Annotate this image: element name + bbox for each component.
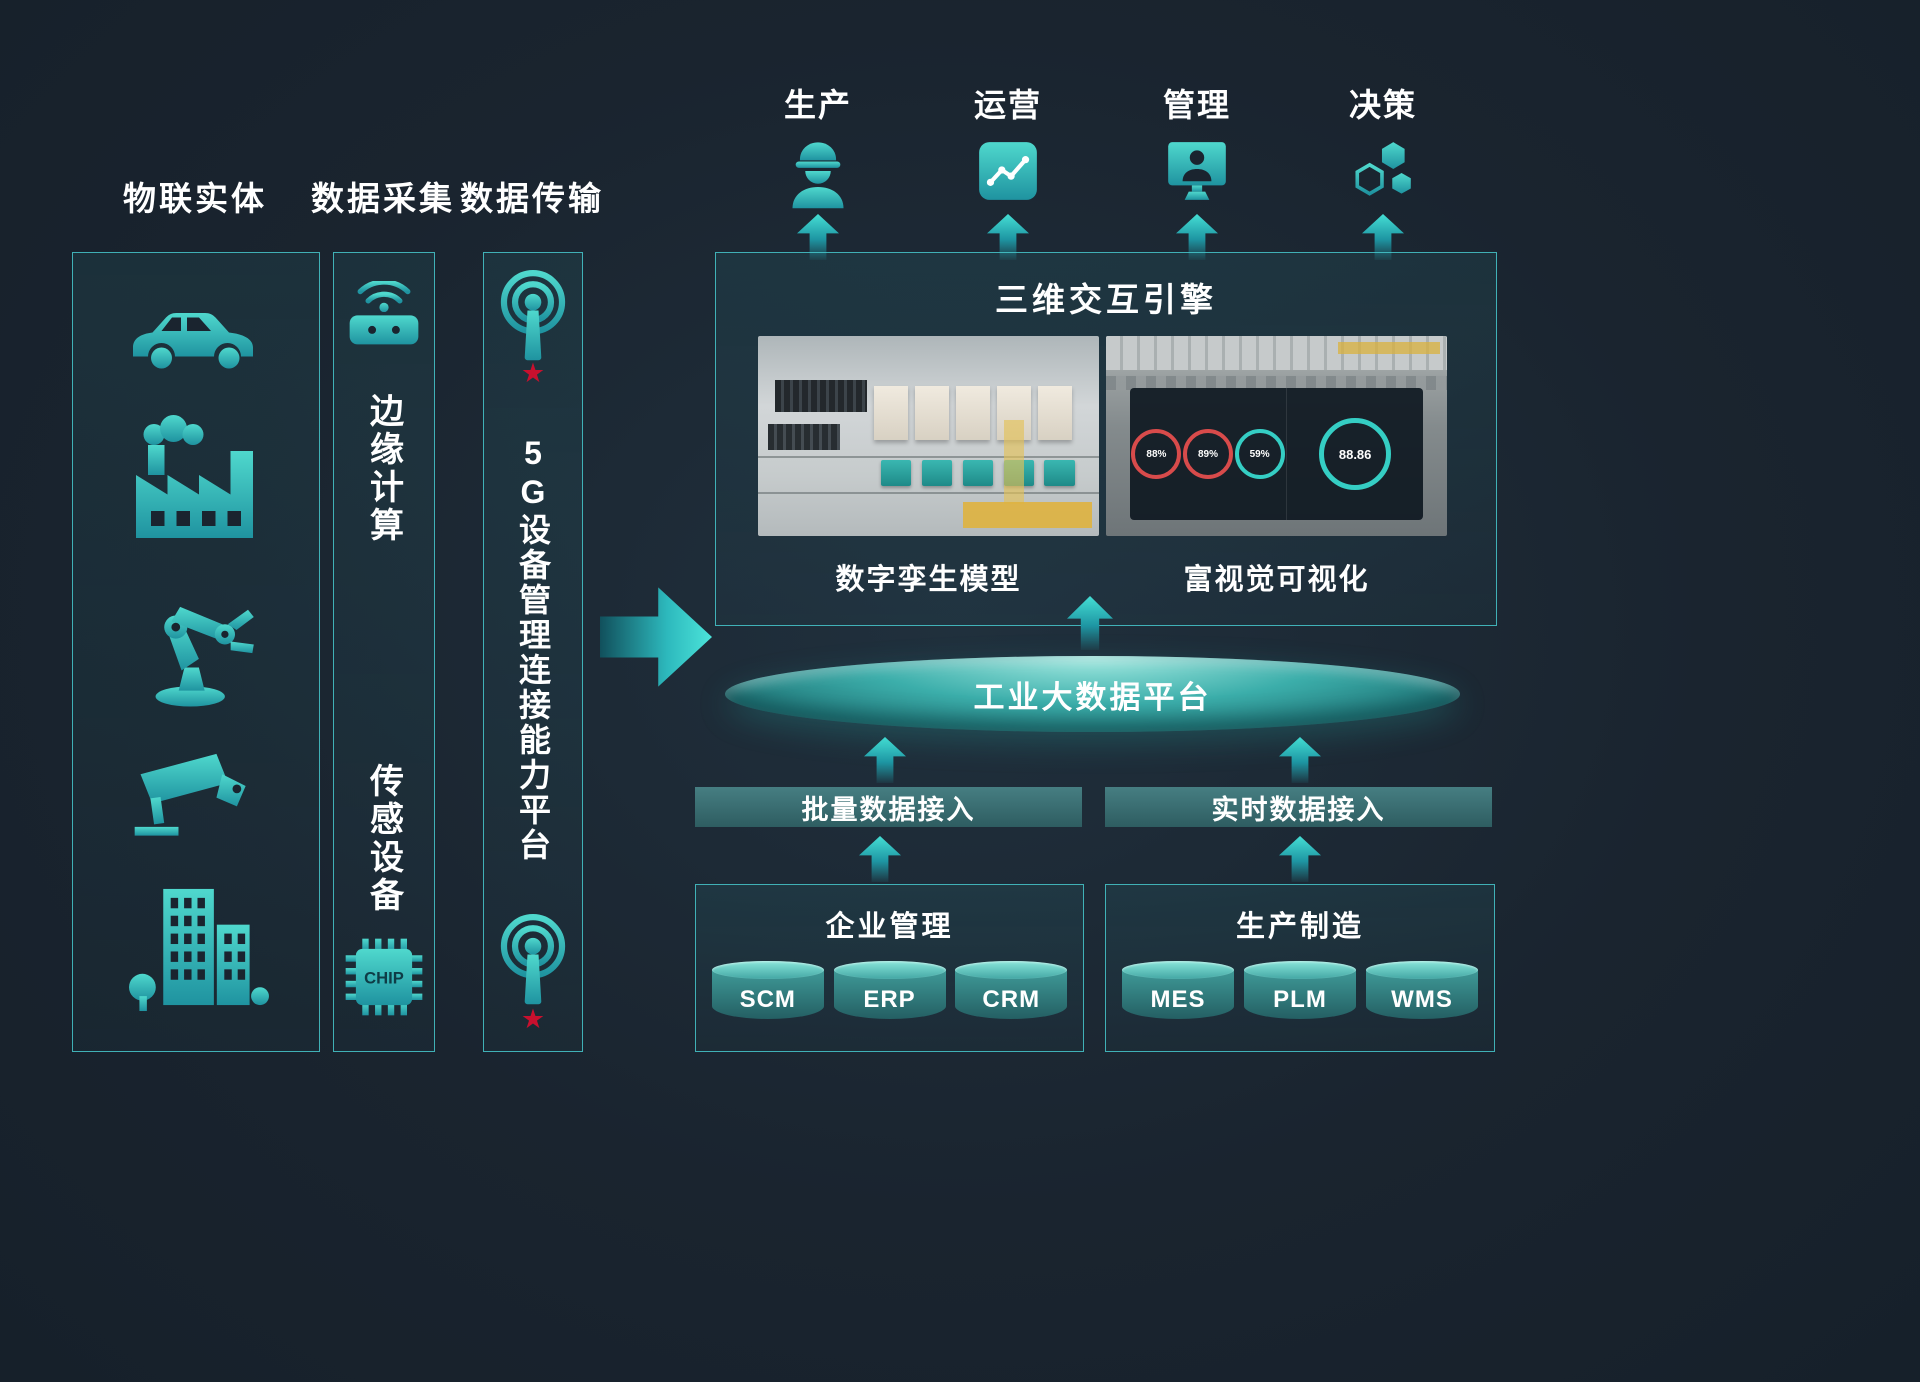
output-label: 生产 [783, 87, 852, 123]
chip-text: CHIP [364, 968, 404, 987]
database-cylinder-scm: SCM [711, 961, 824, 1019]
cylinder-row: SCM ERP CRM [696, 961, 1083, 1019]
machine-block [914, 386, 949, 440]
output-label: 管理 [1162, 87, 1231, 123]
engine-panel: 三维交互引擎 88% [715, 252, 1497, 626]
gauge: 89% [1183, 429, 1234, 479]
rack-row-art [1106, 376, 1447, 390]
platform-label: 工业大数据平台 [973, 679, 1212, 715]
realtime-ingest-bar: 实时数据接入 [1105, 787, 1492, 827]
star-icon: ★ [520, 1004, 546, 1034]
cylinder-top [711, 961, 824, 979]
digital-twin-image [758, 336, 1099, 536]
output-label: 决策 [1348, 87, 1417, 123]
engine-title: 三维交互引擎 [995, 281, 1217, 318]
conveyor-line [758, 492, 1099, 494]
up-arrow [859, 836, 901, 882]
output-label: 运营 [973, 87, 1042, 123]
edge-computing-label: 边缘计算 [364, 393, 403, 545]
hexagons-icon [1355, 142, 1411, 196]
up-arrow [1279, 836, 1321, 882]
machine-teal [880, 460, 912, 486]
chart-icon [979, 142, 1037, 200]
output-decision: 决策 [1317, 80, 1449, 260]
up-arrow [864, 737, 906, 783]
cylinder-label: MES [1150, 986, 1206, 1013]
big-data-platform: 工业大数据平台 [725, 656, 1460, 732]
machine-teal [1044, 460, 1076, 486]
database-cylinder-mes: MES [1122, 961, 1234, 1019]
machine-teal [962, 460, 994, 486]
output-production: 生产 [752, 80, 884, 260]
manufacturing-systems-box: 生产制造 MES PLM WMS [1105, 884, 1495, 1052]
data-collection-column: 边缘计算 传感设备 CHIP [333, 252, 435, 1052]
output-icon-wrap [1162, 136, 1232, 206]
robot-arm-icon [155, 606, 254, 707]
output-operations: 运营 [942, 80, 1074, 260]
panel-array-art [768, 424, 840, 450]
manager-screen-icon [1168, 142, 1226, 200]
hud-dashboard: 88% 89% 59% 88.86 [1129, 388, 1424, 520]
edge-gateway-icon [349, 281, 419, 345]
cylinder-top [1122, 961, 1234, 979]
antenna-icon [500, 914, 566, 1005]
floor-marking [1003, 420, 1024, 504]
column-title-iot: 物联实体 [123, 180, 267, 217]
machine-block [873, 386, 909, 440]
database-cylinder-erp: ERP [833, 961, 946, 1019]
output-management: 管理 [1131, 80, 1263, 260]
machine-block [1037, 386, 1072, 440]
cctv-camera-icon [134, 753, 246, 836]
column-title-collect: 数据采集 [311, 180, 455, 217]
up-arrow [1279, 737, 1321, 783]
conveyor-line [758, 456, 1099, 458]
gauge-big: 88.86 [1319, 418, 1392, 490]
cylinder-label: SCM [739, 986, 796, 1013]
car-icon [133, 313, 253, 369]
enterprise-title: 企业管理 [825, 911, 954, 943]
cylinder-label: ERP [863, 986, 916, 1013]
buildings-icon [129, 888, 269, 1012]
panel-array-art [775, 380, 868, 412]
cylinder-label: CRM [982, 986, 1041, 1013]
gauge: 59% [1234, 429, 1285, 479]
rich-viz-caption: 富视觉可视化 [1183, 564, 1370, 596]
batch-ingest-bar: 批量数据接入 [695, 787, 1082, 827]
worker-icon [792, 142, 844, 209]
cylinder-top [833, 961, 946, 979]
cylinder-label: PLM [1273, 986, 1327, 1013]
database-cylinder-crm: CRM [955, 961, 1068, 1019]
output-icon-wrap [784, 136, 852, 209]
data-transmission-column: ★ 5G设备管理连接能力平台 ★ [483, 252, 583, 1052]
gauge-big-wrap: 88.86 [1286, 388, 1423, 520]
output-icon-wrap [1348, 136, 1418, 206]
factory-icon [136, 415, 253, 538]
machine-block [955, 386, 990, 440]
gauge-group: 88% 89% 59% [1130, 388, 1286, 520]
iot-entities-column [72, 252, 320, 1052]
database-cylinder-wms: WMS [1366, 961, 1478, 1019]
cylinder-row: MES PLM WMS [1106, 961, 1494, 1019]
chip-icon: CHIP [345, 938, 423, 1016]
flow-arrow-right [600, 587, 712, 687]
machine-teal [921, 460, 953, 486]
sensor-devices-label: 传感设备 [364, 763, 403, 915]
5g-platform-label: 5G设备管理连接能力平台 [515, 435, 551, 863]
antenna-icon [500, 270, 566, 361]
output-icon-wrap [975, 136, 1041, 206]
manufacturing-title: 生产制造 [1235, 911, 1364, 943]
cylinder-top [1244, 961, 1356, 979]
database-cylinder-plm: PLM [1244, 961, 1356, 1019]
crane-beam-art [1337, 342, 1441, 354]
digital-twin-caption: 数字孪生模型 [835, 564, 1022, 596]
rich-visualization-image: 88% 89% 59% 88.86 [1106, 336, 1447, 536]
enterprise-systems-box: 企业管理 SCM ERP CRM [695, 884, 1084, 1052]
cylinder-top [1366, 961, 1478, 979]
star-icon: ★ [520, 358, 546, 388]
gauge: 88% [1131, 429, 1182, 479]
cylinder-top [955, 961, 1068, 979]
column-title-transmit: 数据传输 [460, 180, 604, 217]
floor-marking [962, 502, 1093, 528]
cylinder-label: WMS [1391, 986, 1453, 1013]
